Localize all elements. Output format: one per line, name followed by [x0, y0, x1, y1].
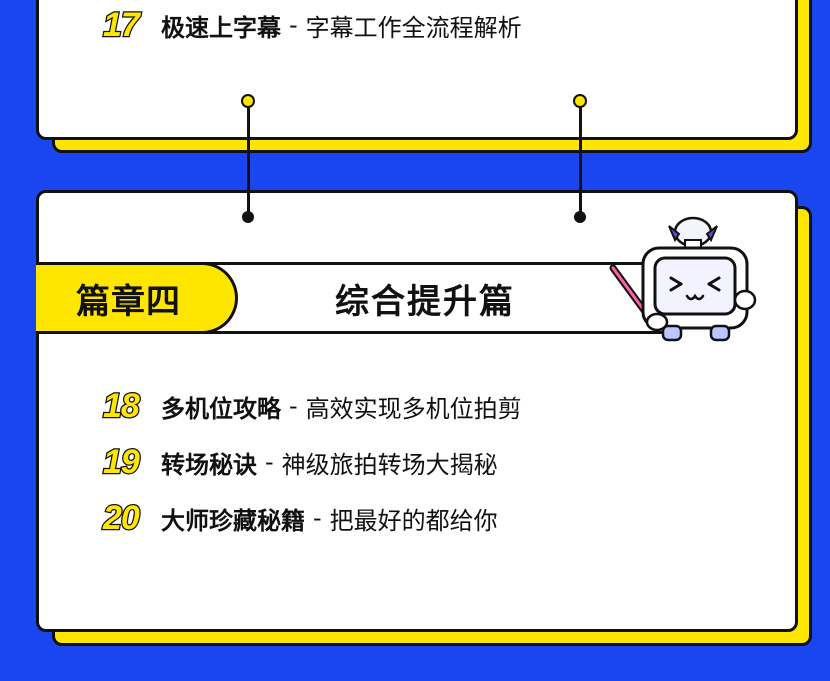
item-number: 18 — [102, 385, 141, 426]
item-separator: - — [313, 504, 322, 532]
rivet-right-bottom — [574, 211, 586, 223]
top-card — [36, 0, 798, 140]
item-title: 多机位攻略 — [161, 394, 281, 423]
chapter-tag: 篇章四 — [36, 262, 238, 334]
chain-link-right — [579, 104, 582, 216]
ring-left-top — [241, 94, 255, 108]
item-number: 17 — [102, 4, 141, 45]
list-item: 20 大师珍藏秘籍 - 把最好的都给你 — [102, 497, 498, 538]
item-description: 把最好的都给你 — [329, 506, 498, 535]
item-separator: - — [289, 392, 298, 420]
item-separator: - — [265, 448, 274, 476]
item-number: 19 — [102, 441, 141, 482]
item-number: 20 — [102, 497, 141, 538]
list-item: 18 多机位攻略 - 高效实现多机位拍剪 — [102, 385, 522, 426]
item-description: 神级旅拍转场大揭秘 — [281, 450, 498, 479]
item-description: 字幕工作全流程解析 — [305, 13, 522, 42]
list-item: 19 转场秘诀 - 神级旅拍转场大揭秘 — [102, 441, 498, 482]
tv-mascot-pointer-icon — [609, 216, 757, 342]
item-description: 高效实现多机位拍剪 — [305, 394, 522, 423]
item-separator: - — [289, 11, 298, 39]
item-title: 转场秘诀 — [161, 450, 257, 479]
ring-right-top — [573, 94, 587, 108]
item-title: 大师珍藏秘籍 — [161, 506, 305, 535]
item-title: 极速上字幕 — [161, 13, 281, 42]
rivet-left-bottom — [242, 211, 254, 223]
list-item: 17 极速上字幕 - 字幕工作全流程解析 — [102, 4, 522, 45]
chain-link-left — [247, 104, 250, 216]
section-title: 综合提升篇 — [335, 281, 515, 322]
